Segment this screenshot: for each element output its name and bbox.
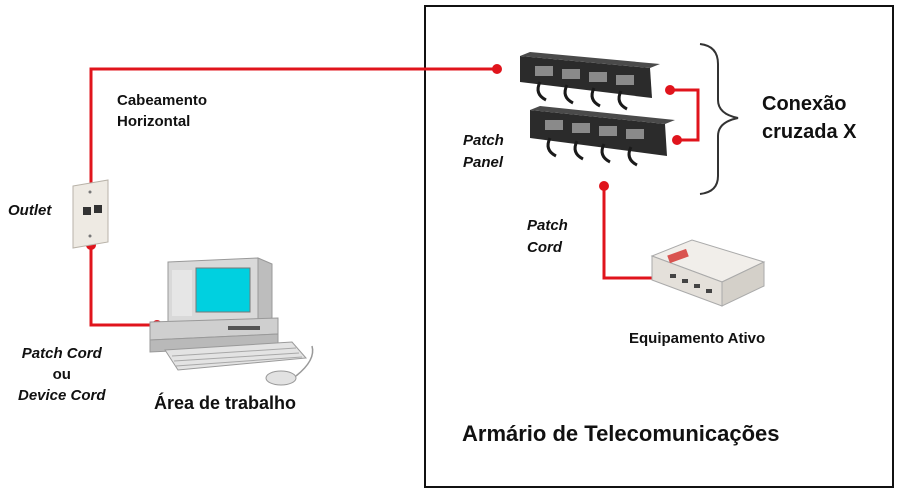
patch-panel-label-line1: Patch [463,132,504,149]
patch-cord-label-line2: ou [52,366,71,383]
patch-cord-label-line1: Patch Cord [21,345,102,362]
cross-connect-cable [665,85,700,145]
horizontal-cabling-label-line2: Horizontal [117,113,191,130]
patch-cord-equipment [599,181,652,280]
desktop-computer-icon [149,257,314,386]
telecom-closet-label: Armário de Telecomunicações [462,421,780,446]
patch-cord-workstation [86,240,162,330]
patch-panel-label-line2: Panel [463,154,504,171]
switch-device-icon [650,239,766,307]
cross-connect-label: Conexão cruzada X [762,90,856,146]
patch-cord-closet-label-line2: Cord [527,239,562,256]
curly-brace-icon [699,43,739,195]
work-area-label: Área de trabalho [154,393,297,413]
outlet-label: Outlet [8,202,52,219]
patch-cord-closet-label: Patch Cord [527,215,568,259]
telecom-closet-frame [424,5,894,488]
horizontal-cabling-label: Cabeamento Horizontal [117,90,207,132]
horizontal-cable [86,64,502,201]
wall-outlet-icon [72,179,109,249]
patch-cord-device-cord-label: Patch Cord ou Device Cord [18,343,106,406]
cross-connect-label-line2: cruzada X [762,121,857,143]
active-equipment-label: Equipamento Ativo [629,330,766,347]
patch-panel-label: Patch Panel [463,130,504,174]
patch-panel-icon [520,52,675,167]
patch-cord-label-line3: Device Cord [18,387,106,404]
cross-connect-label-line1: Conexão [762,93,847,115]
patch-cord-closet-label-line1: Patch [527,217,568,234]
horizontal-cabling-label-line1: Cabeamento [117,92,208,109]
